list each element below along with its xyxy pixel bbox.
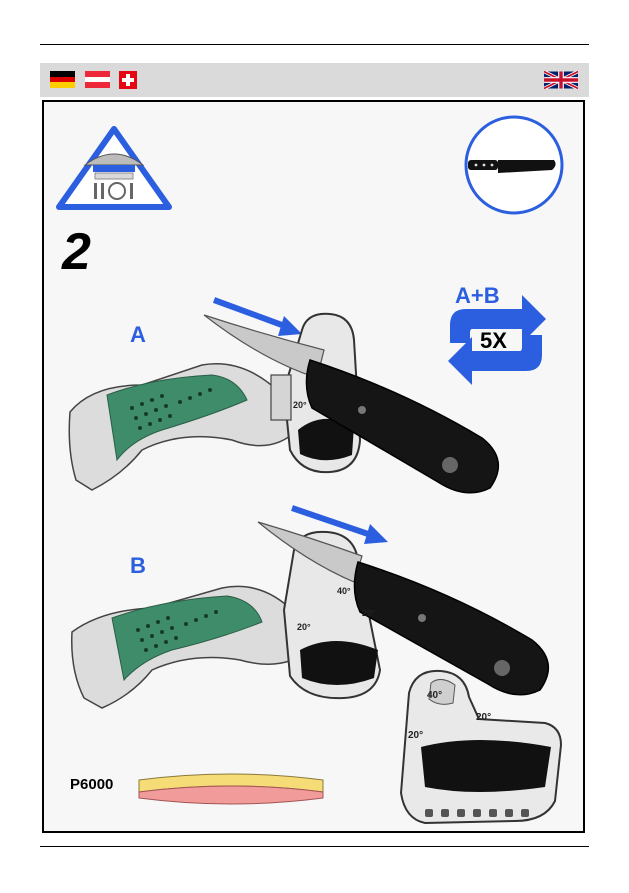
step-number: 2 bbox=[62, 222, 91, 282]
chef-knife-icon bbox=[462, 113, 566, 217]
sanding-belt-icon bbox=[135, 768, 327, 808]
bottom-rule bbox=[40, 846, 589, 847]
angle-20-label-detail-right: 20° bbox=[476, 712, 491, 723]
angle-20-label-a: 20° bbox=[293, 400, 307, 410]
uk-flag-icon[interactable] bbox=[544, 71, 578, 89]
belt-grit-label: P6000 bbox=[70, 776, 113, 793]
angle-20-label-b-right: 20° bbox=[362, 608, 376, 618]
angle-40-label-detail: 40° bbox=[427, 690, 442, 701]
germany-flag-icon[interactable] bbox=[50, 71, 75, 88]
angle-guide-detail bbox=[395, 663, 565, 828]
language-bar bbox=[40, 63, 589, 97]
switzerland-flag-icon[interactable] bbox=[119, 71, 137, 89]
angle-20-label-b: 20° bbox=[297, 622, 311, 632]
top-rule bbox=[40, 44, 589, 45]
angle-40-label-b: 40° bbox=[337, 586, 351, 596]
sharpening-illustration-a bbox=[62, 290, 512, 505]
guide-position-warning-icon bbox=[55, 125, 173, 211]
austria-flag-icon[interactable] bbox=[85, 71, 110, 88]
angle-20-label-detail: 20° bbox=[408, 730, 423, 741]
